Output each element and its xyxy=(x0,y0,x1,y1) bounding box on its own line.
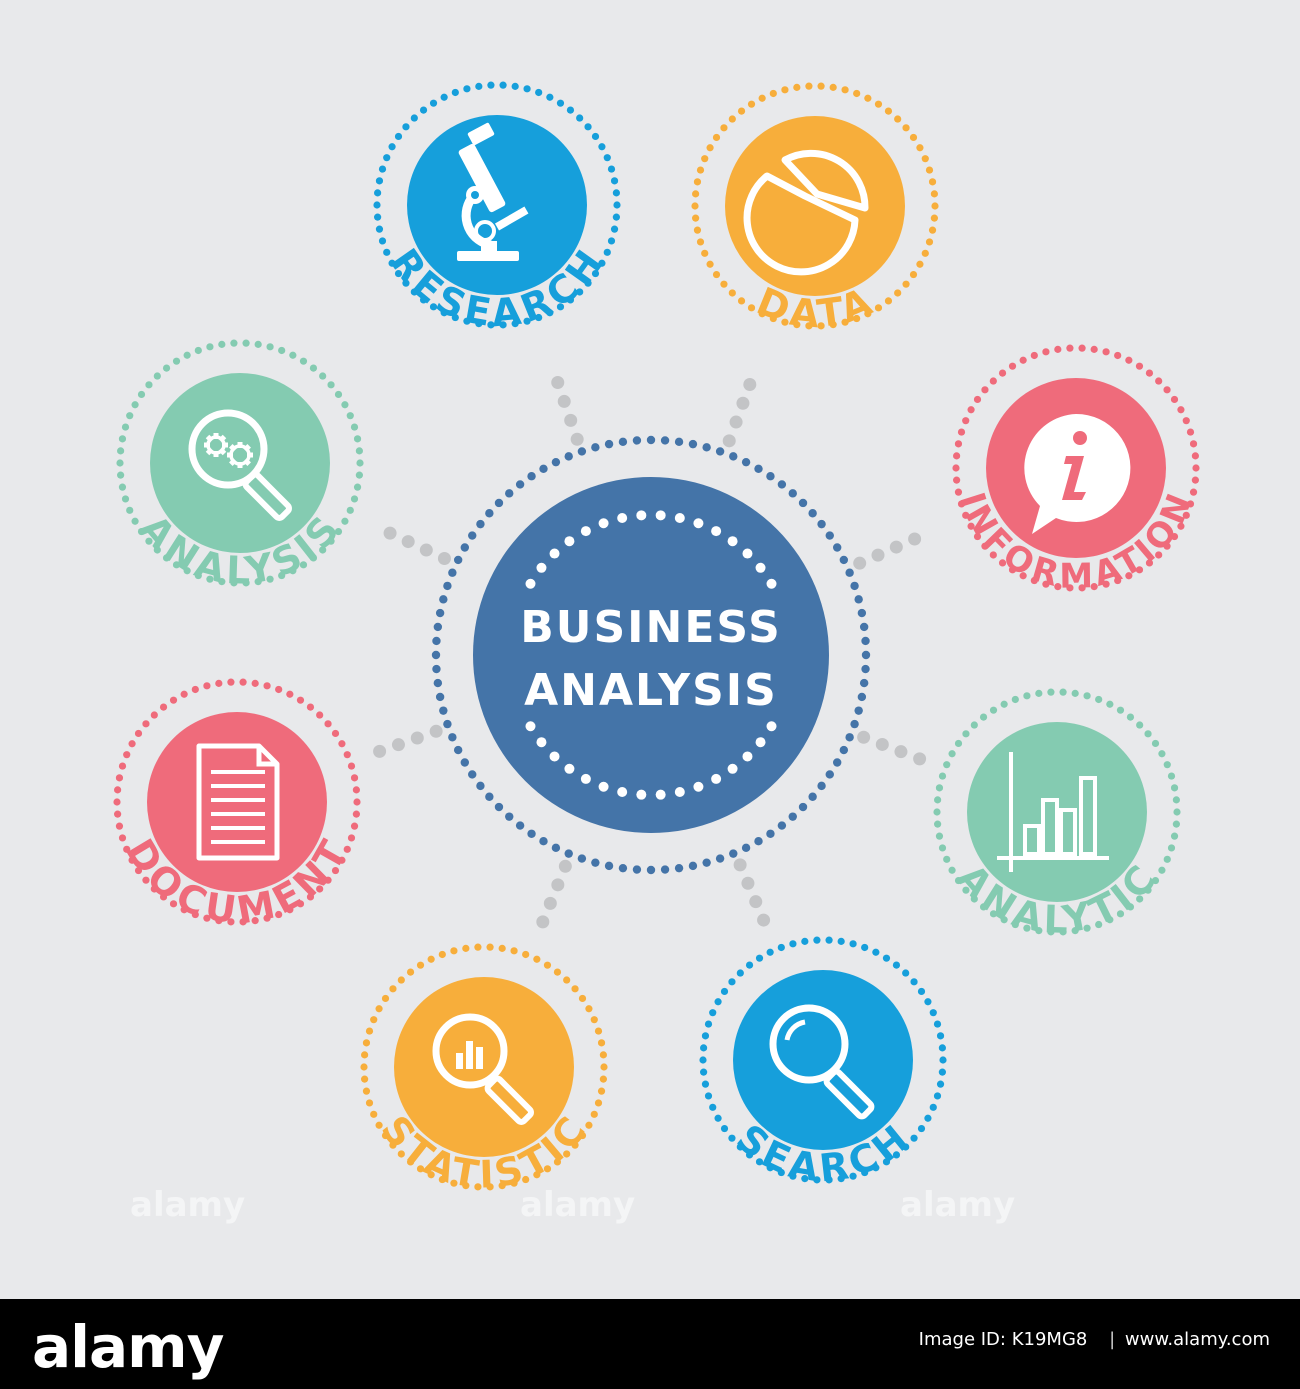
center-disc xyxy=(473,477,829,833)
node-dotted-ring xyxy=(952,344,1200,592)
bar-chart-icon xyxy=(997,752,1109,872)
node-dotted-ring xyxy=(699,936,947,1184)
connector-information xyxy=(853,532,922,570)
center-hub: BUSINESS ANALYSIS xyxy=(431,435,871,875)
connector-analysis xyxy=(383,526,451,565)
node-research: RESEARCH xyxy=(373,81,621,335)
center-title-line1: BUSINESS xyxy=(520,602,782,653)
microscope-icon xyxy=(457,122,529,261)
node-dotted-ring xyxy=(373,81,621,329)
magnifier-gears-icon xyxy=(188,409,292,521)
connector-lines xyxy=(373,376,927,929)
footer-bar: alamy Image ID: K19MG8 | www.alamy.com xyxy=(0,1299,1300,1389)
site-url: www.alamy.com xyxy=(1124,1329,1270,1350)
node-disc xyxy=(725,116,905,296)
magnifier-chart-icon xyxy=(432,1013,534,1125)
node-data: DATA xyxy=(691,82,939,336)
info-bubble-icon xyxy=(1024,413,1131,534)
connector-statistic xyxy=(536,859,572,929)
image-id-value: K19MG8 xyxy=(1011,1329,1088,1350)
connector-document xyxy=(373,724,443,758)
node-dotted-ring xyxy=(113,678,361,926)
node-analysis: ANALYSIS xyxy=(116,339,364,593)
connector-research xyxy=(551,376,584,446)
center-bottom-dot-arc xyxy=(525,721,777,800)
document-icon xyxy=(196,743,280,861)
node-dotted-ring xyxy=(691,82,939,330)
node-dotted-ring xyxy=(933,688,1181,936)
center-top-dot-arc xyxy=(525,510,777,589)
node-statistic: STATISTIC xyxy=(360,943,608,1197)
connector-analytic xyxy=(857,730,927,766)
center-title-line2: ANALYSIS xyxy=(524,665,778,716)
pie-chart-icon xyxy=(743,149,869,276)
connector-search xyxy=(733,858,771,927)
node-search: SEARCH xyxy=(699,936,947,1190)
center-decor-dots xyxy=(525,510,777,800)
business-analysis-diagram: BUSINESS ANALYSIS RESEARCH DATAINFORMATION… xyxy=(113,81,1200,1197)
node-dotted-ring xyxy=(116,339,364,587)
footer-meta: Image ID: K19MG8 | www.alamy.com xyxy=(918,1329,1270,1350)
node-document: DOCUMENT xyxy=(113,678,361,933)
magnifier-icon xyxy=(769,1004,875,1120)
center-dotted-ring xyxy=(431,435,871,875)
node-analytic: ANALYTIC xyxy=(933,688,1181,942)
footer-logo: alamy xyxy=(32,1313,224,1381)
node-information: INFORMATION xyxy=(951,344,1200,597)
image-id-label: Image ID: xyxy=(918,1329,1006,1350)
node-dotted-ring xyxy=(360,943,608,1191)
connector-data xyxy=(722,377,757,448)
